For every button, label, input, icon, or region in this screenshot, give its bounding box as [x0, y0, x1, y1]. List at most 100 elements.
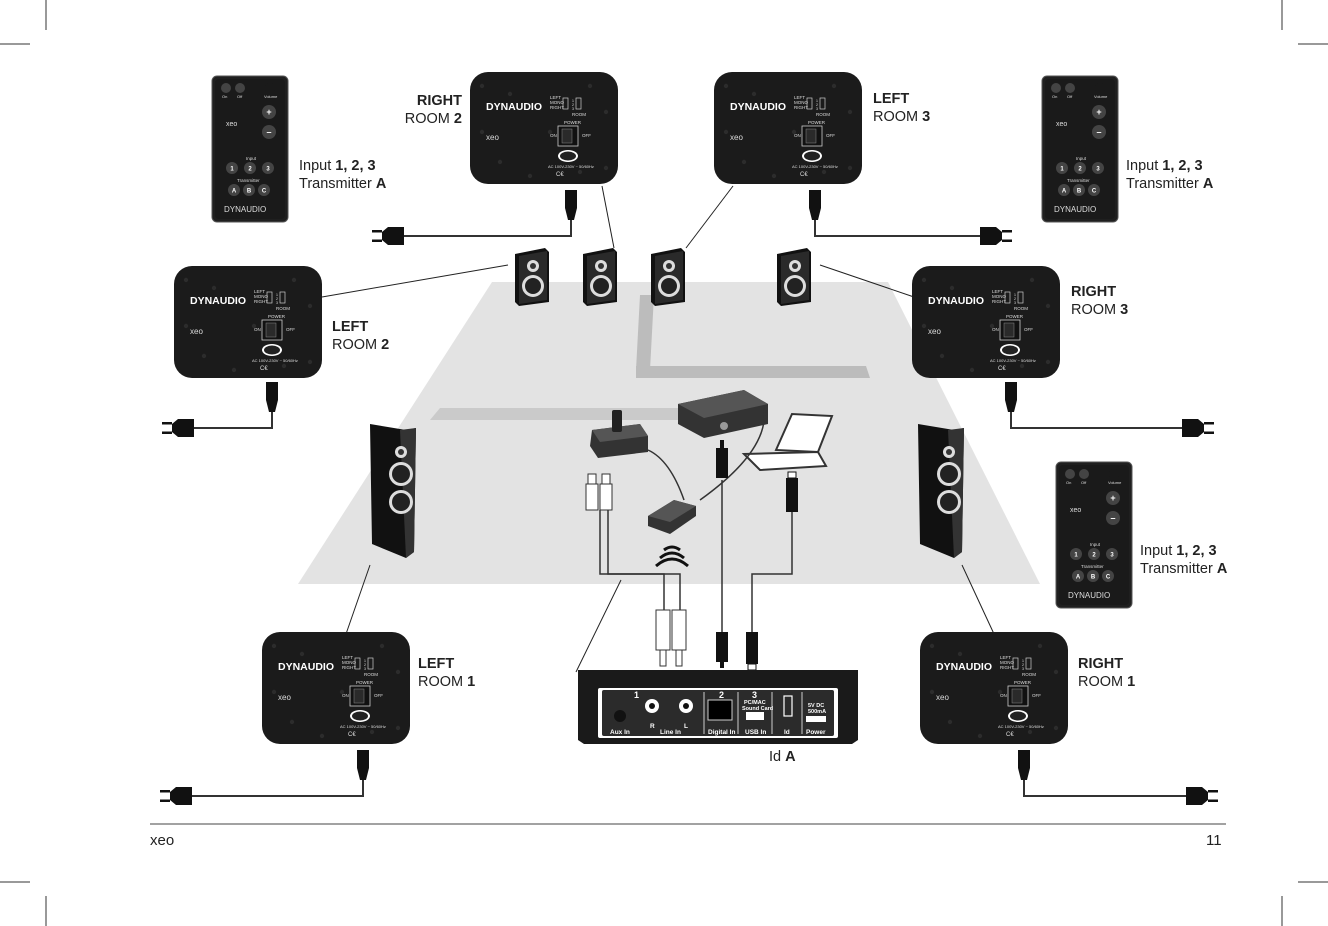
rca-plugs-bottom — [655, 609, 687, 667]
panel-right-room-3-ce: C€ — [998, 366, 1006, 372]
panel-right-room-2-left: LEFT — [550, 95, 561, 100]
panel-right-room-1-room: ROOM — [1022, 672, 1036, 677]
panel-left-room-1-room-2: 2 — [364, 663, 366, 667]
source-cables — [599, 407, 793, 634]
footer-logo: xeo — [150, 832, 175, 849]
panel-left-room-2-room: ROOM — [276, 306, 290, 311]
panel-right-room-2-right: RIGHT — [550, 105, 564, 110]
panel-left-room-3-room-3: 3 — [816, 107, 818, 111]
panel-left-room-2-mono: MONO — [254, 294, 268, 299]
tx-num-3: 3 — [752, 690, 757, 700]
remote-2-tx-1: B — [1077, 189, 1082, 195]
panel-right-room-3-room: ROOM — [1014, 306, 1028, 311]
tx-usb-in-label: USB In — [745, 729, 766, 736]
panel-left-room-2-room-2: 2 — [276, 297, 278, 301]
remote-1-tx-1: B — [247, 189, 252, 195]
remote-3-logo: DYNAUDIO — [1068, 591, 1110, 600]
remote-1-tx-2: C — [262, 189, 267, 195]
panel-left-room-2-logo: DYNAUDIO — [190, 295, 246, 307]
transmitter-id-label: Id A — [769, 749, 796, 765]
panel-right-room-3-logo: DYNAUDIO — [928, 295, 984, 307]
panel-right-room-2-off: OFF — [582, 133, 591, 138]
page-number: 11 — [1206, 832, 1222, 849]
remote-1-on: On — [222, 94, 227, 99]
panel-right-room-1-logo: DYNAUDIO — [936, 661, 992, 673]
panel-right-room-1-mono: MONO — [1000, 660, 1014, 665]
remote-1-num-2: 2 — [248, 167, 252, 173]
panel-left-room-1-mains: AC 100V-230V ~ 50/60Hz — [340, 724, 386, 729]
tx-digital-in-label: Digital In — [708, 729, 735, 736]
panel-right-room-1-power: POWER — [1014, 680, 1032, 685]
remote-3-on: On — [1066, 480, 1071, 485]
panel-left-room-3-room-1: 1 — [816, 99, 818, 103]
panel-right-room-3-mains: AC 100V-230V ~ 50/60Hz — [990, 358, 1036, 363]
laptop — [741, 412, 834, 472]
panel-right-room-1-ce: C€ — [1006, 732, 1014, 738]
panel-left-room-2-ce: C€ — [260, 366, 268, 372]
remote-1-num-3: 3 — [266, 167, 270, 173]
remote-1-plus: + — [266, 107, 271, 117]
panel-left-room-1-off: OFF — [374, 693, 383, 698]
panel-left-room-3-logo: DYNAUDIO — [730, 101, 786, 113]
speaker-tower-right-1 — [918, 424, 964, 558]
panel-left-room-3-left: LEFT — [794, 95, 805, 100]
tx-soundcard-label: Sound Card — [742, 706, 773, 712]
panel-right-room-1-xeo: xeo — [936, 693, 949, 702]
panel-right-room-3-xeo: xeo — [928, 327, 941, 336]
remote-1-off: Off — [237, 94, 243, 99]
tx-l-label: L — [684, 723, 688, 730]
panel-right-room-3-room-2: 2 — [1014, 297, 1016, 301]
cd-player — [678, 390, 768, 438]
panel-left-room-3-mains: AC 100V-230V ~ 50/60Hz — [792, 164, 838, 169]
optical-plugs — [716, 440, 728, 668]
panel-left-room-1-logo: DYNAUDIO — [278, 661, 334, 673]
remote-2-logo: DYNAUDIO — [1054, 205, 1096, 214]
ipod-dock — [590, 410, 648, 458]
panel-left-room-1-mono: MONO — [342, 660, 356, 665]
remote-1-volume: Volume — [264, 94, 278, 99]
panel-left-room-2-room-1: 1 — [276, 293, 278, 297]
remote-2-tx-0: A — [1062, 189, 1067, 195]
remote-2-minus: – — [1096, 127, 1101, 137]
panel-left-room-3-mono: MONO — [794, 100, 808, 105]
panel-right-room-3-room-3: 3 — [1014, 301, 1016, 305]
panel-right-room-3-room-1: 1 — [1014, 293, 1016, 297]
rca-plugs-top — [585, 473, 613, 511]
remote-2-off: Off — [1067, 94, 1073, 99]
panel-left-room-3-right: RIGHT — [794, 105, 808, 110]
panel-left-room-1-room: ROOM — [364, 672, 378, 677]
panel-right-room-2-room-3: 3 — [572, 107, 574, 111]
panel-left-room-3-xeo: xeo — [730, 133, 743, 142]
panel-left-room-2-power: POWER — [268, 314, 286, 319]
panel-left-room-1-room-3: 3 — [364, 667, 366, 671]
remote-3-off: Off — [1081, 480, 1087, 485]
panel-left-room-3-off: OFF — [826, 133, 835, 138]
panel-left-room-2-mains: AC 100V-230V ~ 50/60Hz — [252, 358, 298, 363]
tx-aux-in-label: Aux In — [610, 729, 630, 736]
panel-right-room-2-logo: DYNAUDIO — [486, 101, 542, 113]
remote-2-input-label: Input — [1076, 156, 1087, 161]
remote-1-num-1: 1 — [230, 167, 234, 173]
remote-3-minus: – — [1110, 513, 1115, 523]
panel-right-room-1-mains: AC 100V-230V ~ 50/60Hz — [998, 724, 1044, 729]
tx-current-label: 500mA — [808, 709, 826, 715]
speaker-bookshelf-left-3 — [651, 248, 685, 306]
callout-lines — [321, 185, 995, 673]
panel-left-room-2-room-3: 3 — [276, 301, 278, 305]
remote-2-transmitter-label: Transmitter — [1067, 178, 1090, 183]
tx-pcmac-label: PC/MAC — [744, 700, 766, 706]
room-floor — [298, 282, 1040, 584]
panel-right-room-3-right: RIGHT — [992, 299, 1006, 304]
remote-3-plus: + — [1110, 493, 1115, 503]
panel-right-room-2-ce: C€ — [556, 172, 564, 178]
